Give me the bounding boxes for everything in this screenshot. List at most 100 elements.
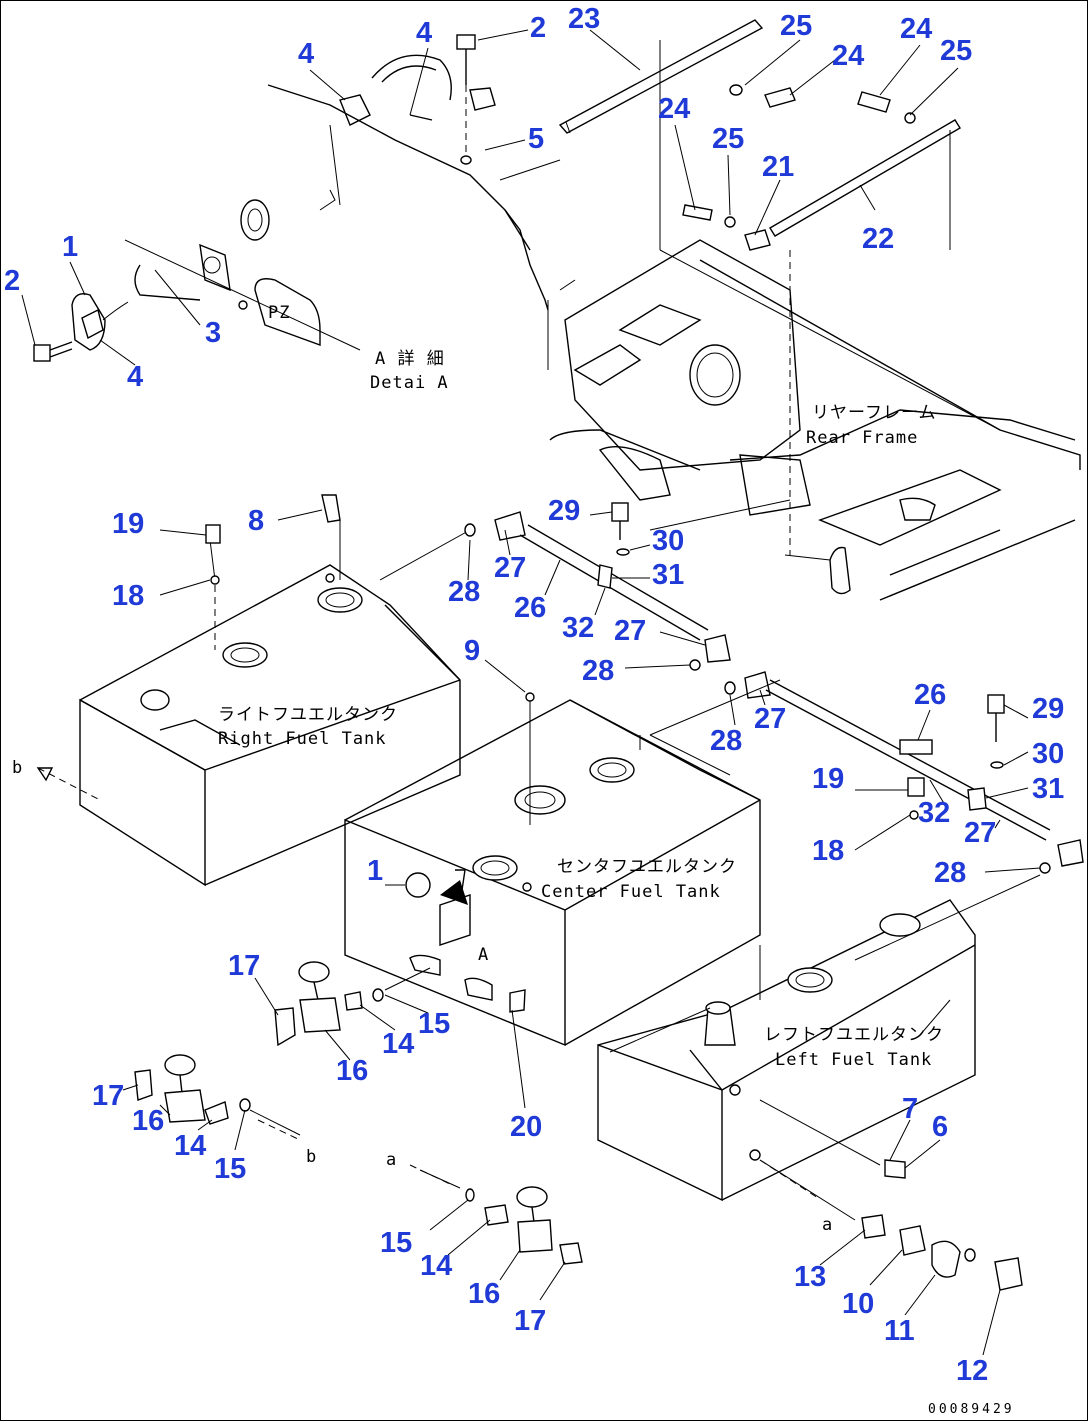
svg-text:PZ: PZ	[268, 303, 290, 323]
callout-10: 10	[842, 1288, 874, 1320]
callout-17: 17	[514, 1305, 546, 1337]
callout-28: 28	[934, 857, 966, 889]
callout-27: 27	[614, 615, 646, 647]
callout-27: 27	[964, 817, 996, 849]
callout-27: 27	[494, 552, 526, 584]
callout-1: 1	[62, 231, 78, 263]
callout-14: 14	[174, 1130, 206, 1162]
callout-6: 6	[932, 1111, 948, 1143]
detail-a-caption: A 詳 細 Detai A	[370, 349, 449, 393]
callout-26: 26	[514, 592, 546, 624]
callout-leaders	[21, 29, 1041, 1356]
callout-26: 26	[914, 679, 946, 711]
callout-29: 29	[1032, 693, 1064, 725]
callout-24: 24	[832, 40, 864, 72]
callout-22: 22	[862, 223, 894, 255]
svg-text:Right Fuel Tank: Right Fuel Tank	[218, 729, 387, 749]
svg-text:ライトフユエルタンク: ライトフユエルタンク	[218, 705, 398, 725]
callout-20: 20	[510, 1111, 542, 1143]
svg-text:リヤーフレーム: リヤーフレーム	[812, 403, 936, 423]
rear-frame-group: リヤーフレーム Rear Frame	[549, 19, 1081, 601]
callout-4: 4	[298, 38, 314, 70]
callout-32: 32	[918, 797, 950, 829]
rear-frame-caption: リヤーフレーム Rear Frame	[806, 403, 936, 448]
callout-25: 25	[712, 123, 744, 155]
callout-8: 8	[248, 505, 264, 537]
callout-32: 32	[562, 612, 594, 644]
callout-9: 9	[464, 635, 480, 667]
svg-text:A 詳 細: A 詳 細	[375, 349, 445, 369]
right-fuel-tank: ライトフユエルタンク Right Fuel Tank	[79, 520, 471, 887]
callout-17: 17	[228, 950, 260, 982]
drain-fittings-left	[759, 1159, 1023, 1291]
drain-valve-center	[274, 961, 431, 1047]
callout-31: 31	[1032, 773, 1064, 805]
callout-14: 14	[382, 1028, 414, 1060]
callout-2: 2	[4, 265, 20, 297]
callout-28: 28	[448, 576, 480, 608]
callout-4: 4	[416, 17, 432, 49]
detail-a-group: PZ A 詳 細 Detai A	[33, 34, 576, 393]
callout-23: 23	[568, 3, 600, 35]
callout-28: 28	[710, 725, 742, 757]
svg-text:a: a	[822, 1215, 833, 1235]
view-arrow-b-right: b	[257, 1119, 317, 1167]
callout-2: 2	[530, 12, 546, 44]
arrow-to-detail-a	[440, 880, 468, 905]
callout-19: 19	[112, 508, 144, 540]
callout-16: 16	[468, 1278, 500, 1310]
center-fuel-tank: センタフユエルタンク Center Fuel Tank A	[344, 692, 761, 1047]
document-number: 00089429	[928, 1402, 1015, 1417]
callout-16: 16	[336, 1055, 368, 1087]
callout-18: 18	[112, 580, 144, 612]
svg-text:Left Fuel Tank: Left Fuel Tank	[775, 1050, 932, 1070]
callout-18: 18	[812, 835, 844, 867]
right-tank-fittings	[205, 494, 341, 585]
pipe-assembly	[464, 502, 1084, 961]
callout-15: 15	[214, 1153, 246, 1185]
callout-4: 4	[127, 361, 143, 393]
view-arrow-b-left: b	[12, 758, 101, 801]
callout-13: 13	[794, 1261, 826, 1293]
left-fuel-tank: レフトフユエルタンク Left Fuel Tank	[597, 679, 976, 1202]
callout-28: 28	[582, 655, 614, 687]
callout-24: 24	[900, 13, 932, 45]
svg-text:センタフユエルタンク: センタフユエルタンク	[557, 857, 737, 877]
svg-text:Rear Frame: Rear Frame	[806, 428, 918, 448]
drain-valve-left-bottom	[419, 1169, 583, 1265]
svg-text:b: b	[12, 758, 23, 778]
callout-21: 21	[762, 151, 794, 183]
callout-numbers: 2 4 4 5 23 25 24 24 25 24 25 21 22 1 2 3…	[4, 3, 1064, 1387]
svg-text:b: b	[306, 1147, 317, 1167]
svg-text:a: a	[386, 1150, 397, 1170]
callout-7: 7	[902, 1093, 918, 1125]
callout-30: 30	[652, 525, 684, 557]
svg-text:A: A	[478, 945, 489, 965]
callout-30: 30	[1032, 738, 1064, 770]
svg-text:レフトフユエルタンク: レフトフユエルタンク	[764, 1025, 944, 1045]
callout-5: 5	[528, 123, 544, 155]
callout-25: 25	[940, 35, 972, 67]
view-arrow-a-left: a	[386, 1150, 453, 1186]
callout-25: 25	[780, 10, 812, 42]
callout-14: 14	[420, 1250, 452, 1282]
callout-24: 24	[658, 93, 690, 125]
callout-3: 3	[205, 317, 221, 349]
callout-27: 27	[754, 703, 786, 735]
callout-11: 11	[884, 1315, 915, 1347]
callout-19: 19	[812, 763, 844, 795]
callout-15: 15	[380, 1227, 412, 1259]
svg-text:Detai A: Detai A	[370, 373, 449, 393]
drain-valve-right	[134, 1054, 301, 1136]
callout-17: 17	[92, 1080, 124, 1112]
callout-31: 31	[652, 559, 684, 591]
callout-15: 15	[418, 1008, 450, 1040]
callout-12: 12	[956, 1355, 988, 1387]
svg-text:Center Fuel Tank: Center Fuel Tank	[541, 882, 721, 902]
callout-29: 29	[548, 495, 580, 527]
view-arrow-a-right: a	[759, 1159, 833, 1235]
callout-1: 1	[367, 855, 383, 887]
callout-16: 16	[132, 1105, 164, 1137]
